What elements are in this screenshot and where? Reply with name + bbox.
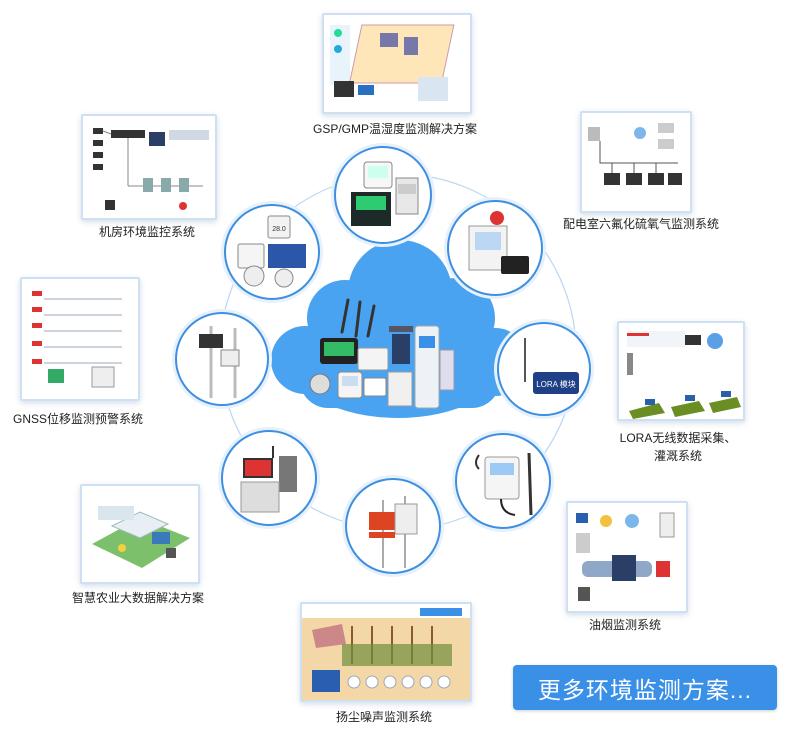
- node-gsp-sensors[interactable]: [334, 146, 432, 244]
- card-fume[interactable]: [566, 501, 688, 613]
- label-agriculture: 智慧农业大数据解决方案: [71, 591, 204, 605]
- card-machine-room[interactable]: [81, 114, 217, 220]
- node-dust-noise[interactable]: [345, 478, 441, 574]
- node-lora-module[interactable]: LORA 模块: [497, 322, 591, 416]
- card-gnss[interactable]: [20, 277, 140, 401]
- label-lora-line2: 灌溉系统: [653, 449, 702, 463]
- label-fume: 油烟监测系统: [588, 618, 661, 632]
- more-solutions-button[interactable]: 更多环境监测方案...: [513, 665, 777, 710]
- display-reading: 28.0: [272, 226, 286, 233]
- cloud-devices: [309, 298, 455, 409]
- label-gsp: GSP/GMP温湿度监测解决方案: [312, 122, 477, 136]
- label-lora-line1: LORA无线数据采集、: [619, 431, 737, 445]
- label-gnss: GNSS位移监测预警系统: [12, 412, 143, 426]
- node-agriculture-station[interactable]: [221, 430, 317, 526]
- node-sf6-alarm[interactable]: [447, 200, 543, 296]
- node-machine-room-sensors[interactable]: 28.0: [224, 204, 320, 300]
- lora-box-text: LORA 模块: [536, 379, 576, 389]
- node-gnss-pole[interactable]: [175, 312, 269, 406]
- card-gsp[interactable]: [322, 13, 472, 114]
- label-dust: 扬尘噪声监测系统: [335, 710, 432, 724]
- label-machine-room: 机房环境监控系统: [98, 225, 195, 239]
- card-lora[interactable]: [617, 321, 745, 421]
- label-sf6: 配电室六氟化硫氧气监测系统: [562, 217, 719, 231]
- node-fume-monitor[interactable]: [455, 433, 551, 529]
- card-dust[interactable]: [300, 602, 472, 702]
- card-agriculture[interactable]: [80, 484, 200, 584]
- card-sf6[interactable]: [580, 111, 692, 213]
